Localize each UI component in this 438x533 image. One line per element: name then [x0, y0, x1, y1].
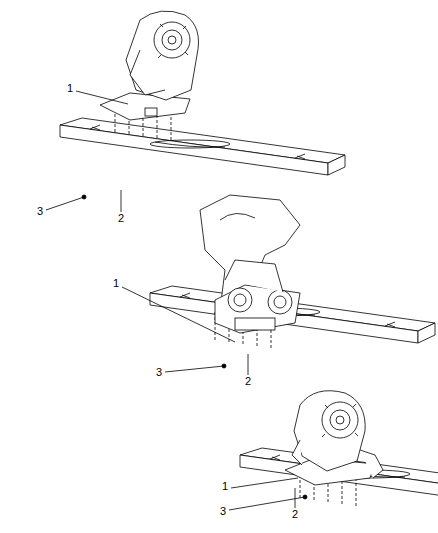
callout-number: 3 [219, 505, 227, 517]
callout-number: 3 [36, 205, 44, 217]
callout-number: 2 [117, 212, 125, 224]
callout-number: 2 [244, 375, 252, 387]
callout-number: 1 [221, 480, 229, 492]
callout-number: 1 [66, 82, 74, 94]
callout-number: 2 [291, 508, 299, 520]
callout-number: 1 [112, 277, 120, 289]
callout-number: 3 [155, 366, 163, 378]
